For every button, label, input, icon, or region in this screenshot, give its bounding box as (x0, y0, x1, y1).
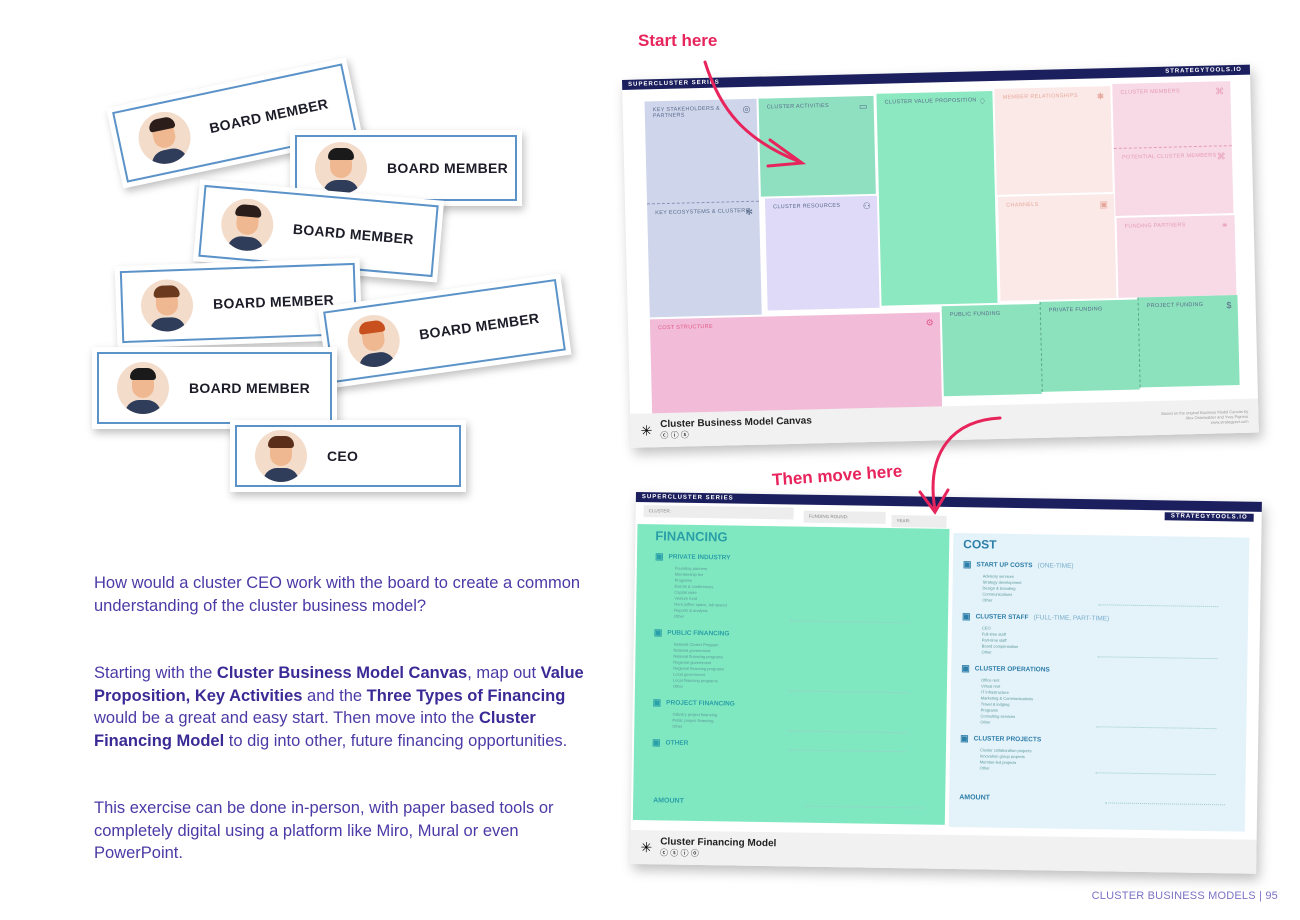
arrowhead (918, 488, 950, 515)
emphasis-text: Cluster Financing Model (94, 709, 536, 750)
emphasis-text: Three Types of Financing (366, 686, 566, 705)
card-label: BOARD MEMBER (189, 380, 311, 396)
role-card: BOARD MEMBER (290, 130, 522, 206)
body-text: to dig into other, future financing oppo… (224, 731, 568, 750)
avatar (117, 362, 169, 414)
intro-question: How would a cluster CEO work with the bo… (94, 574, 581, 615)
arrow-to-financing (931, 416, 1002, 512)
body-text: would be a great and easy start. Then mo… (94, 709, 479, 727)
card-label: BOARD MEMBER (387, 160, 509, 176)
emphasis-text: Cluster Business Model Canvas (216, 664, 468, 682)
body-text: , map out (467, 664, 541, 682)
avatar (255, 430, 307, 482)
emphasis-text: Value Proposition, Key Activities (94, 664, 584, 705)
instructions-paragraph: Starting with the Cluster Business Model… (94, 662, 594, 752)
body-text: Starting with the (94, 664, 217, 682)
tools-paragraph: This exercise can be done in-person, wit… (94, 799, 554, 862)
start-here-annotation: Start here (638, 31, 718, 50)
arrow-to-activities (703, 60, 802, 164)
body-text: and the (302, 686, 367, 705)
role-card: BOARD MEMBER (92, 347, 337, 429)
arrowhead (766, 138, 807, 168)
page-footer: CLUSTER BUSINESS MODELS | 95 (1091, 890, 1278, 902)
card-label: CEO (327, 448, 359, 464)
role-card: CEO (230, 420, 466, 492)
